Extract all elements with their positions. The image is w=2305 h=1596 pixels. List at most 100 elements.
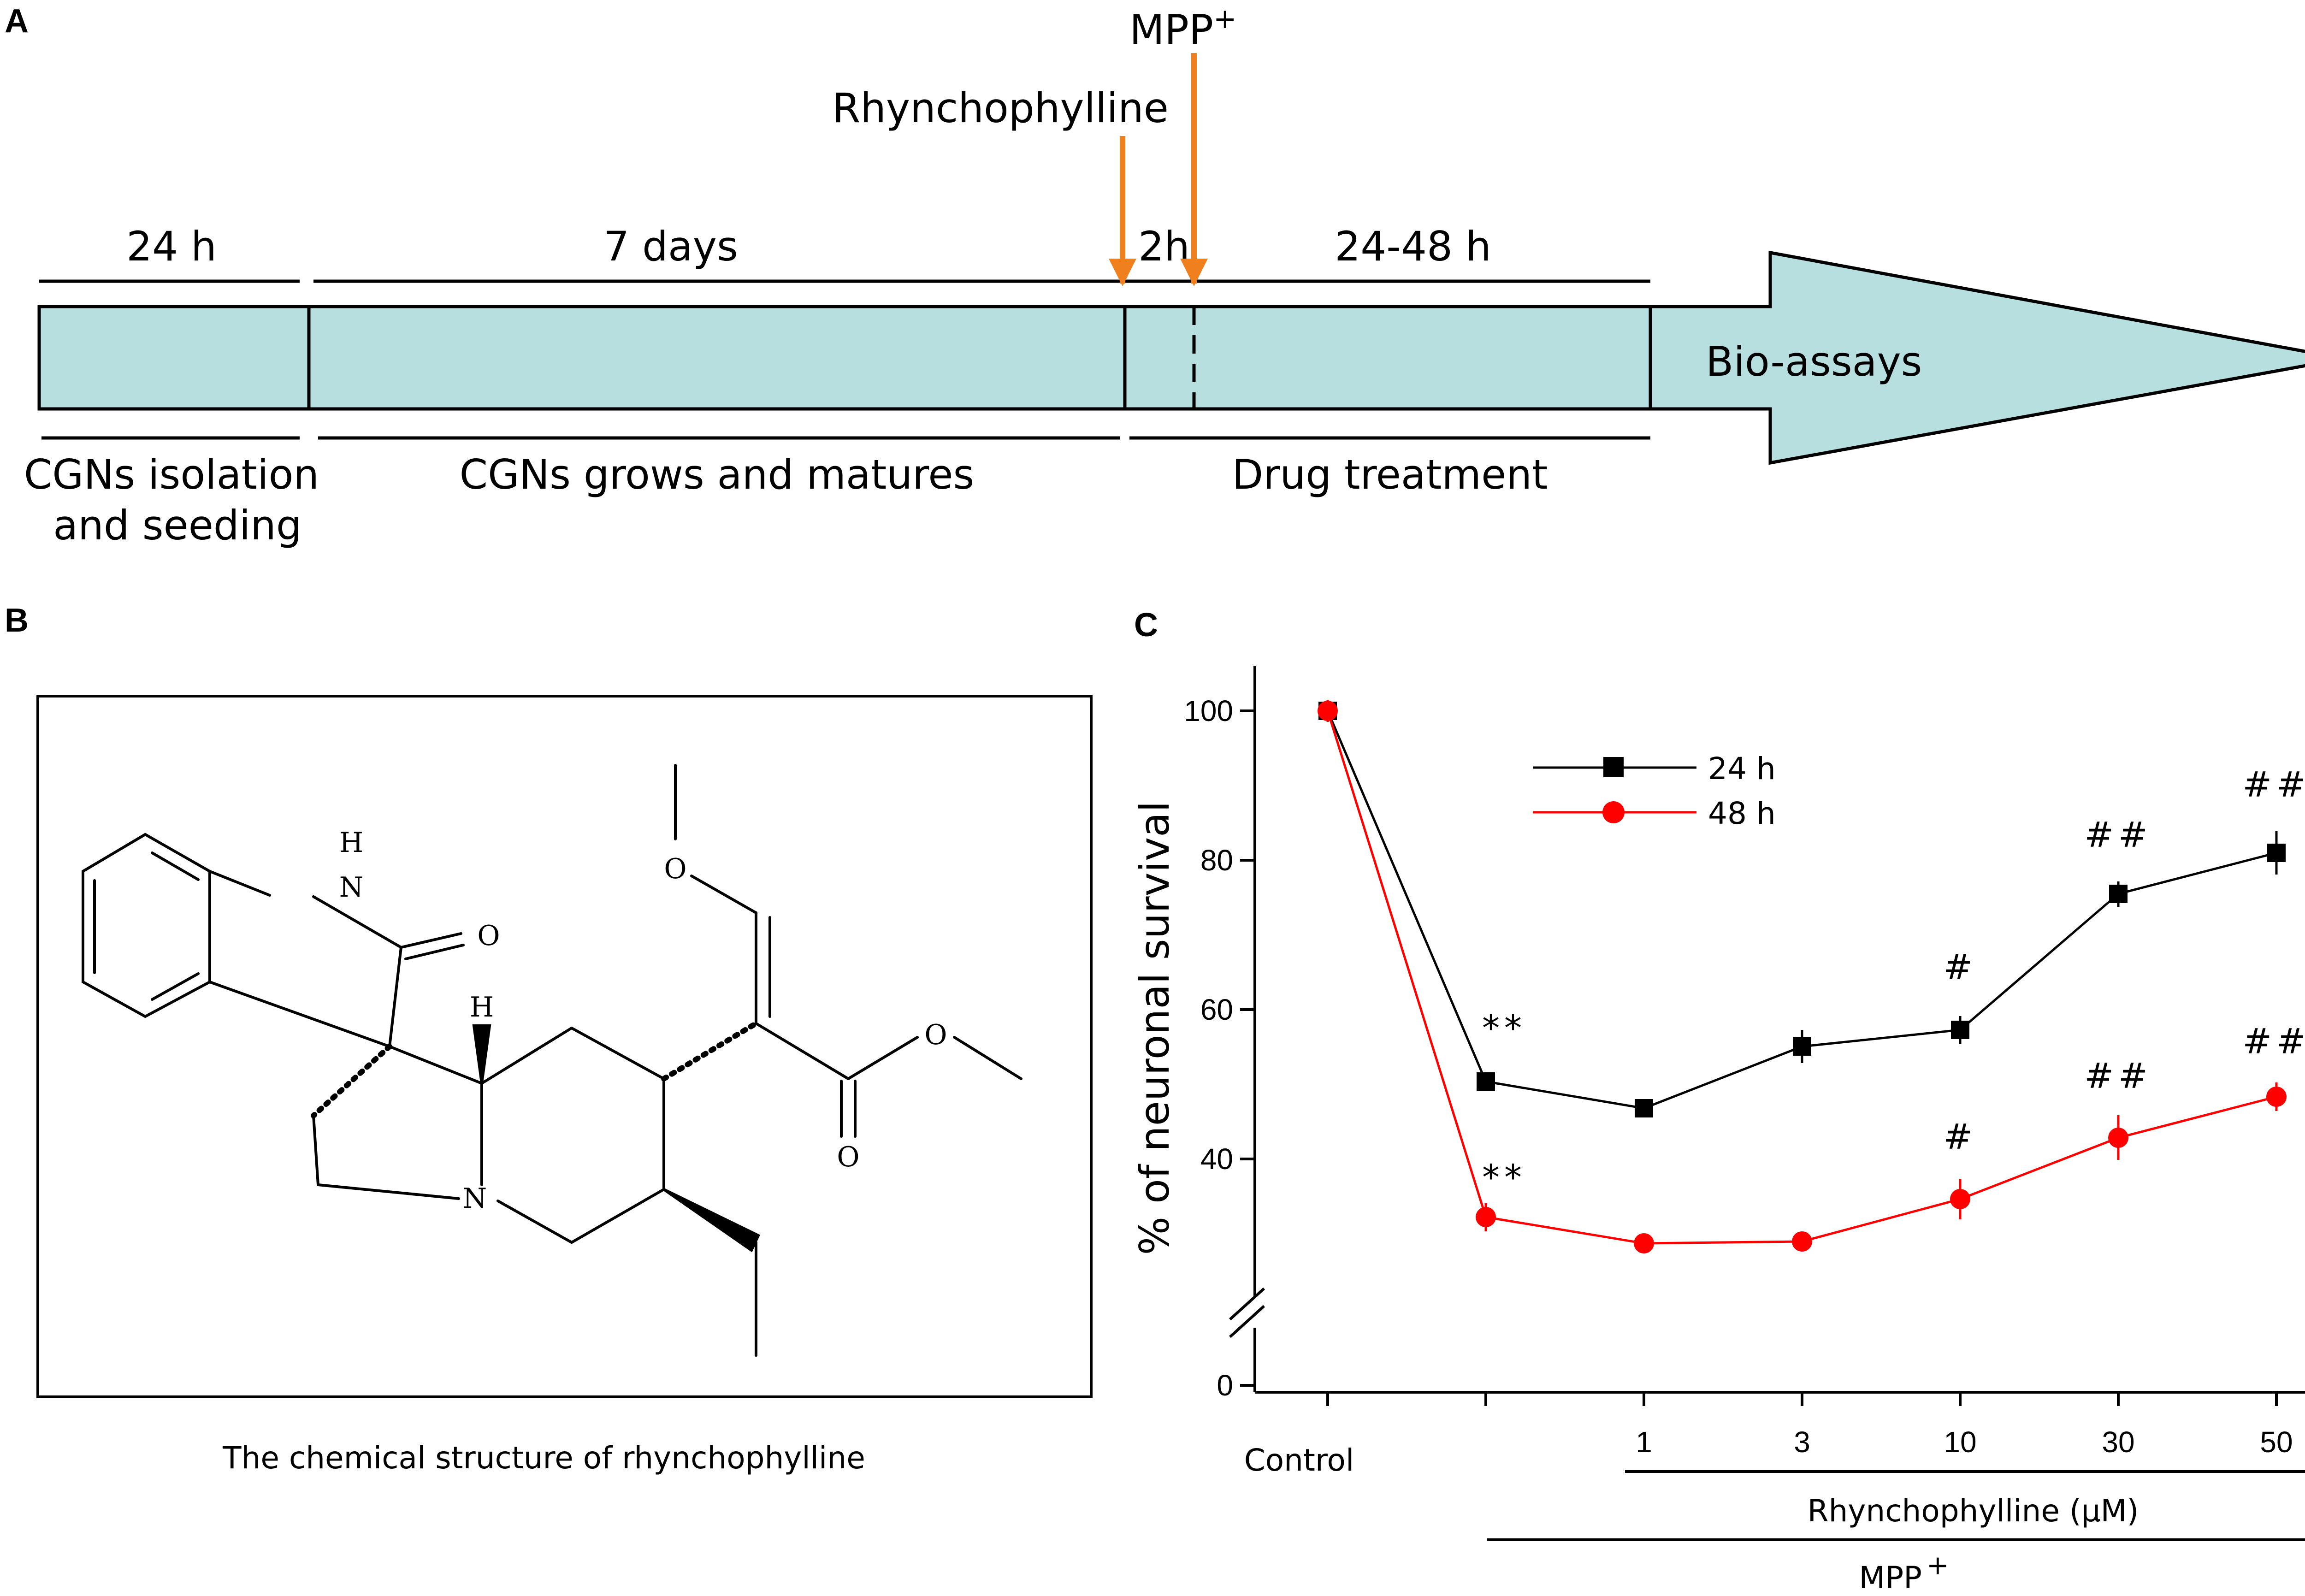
pip-bond-4 <box>570 1188 665 1244</box>
y-tick-label-40: 40 <box>1200 1142 1233 1176</box>
atom-o-carbonyl: O <box>477 920 500 952</box>
timeline-bar <box>37 305 1655 411</box>
point-48h-6 <box>2266 1087 2287 1107</box>
atom-h-stereo: H <box>470 991 494 1023</box>
mpp-arrow-label: MPP+ <box>1129 3 1236 53</box>
atom-h-indole: H <box>339 827 363 859</box>
side-chain-hashed <box>661 1021 759 1082</box>
series-48h: ** # ## ## <box>1318 700 2305 1253</box>
pre-duration-label: 2h <box>1138 223 1190 270</box>
annotation-24h-6: ## <box>2242 764 2305 805</box>
annotation-24h-4: # <box>1943 946 1977 987</box>
structure-caption: The chemical structure of rhynchophyllin… <box>222 1440 865 1476</box>
y-axis-ticks: 100 80 60 40 0 <box>1184 694 1255 1402</box>
y-tick-label-60: 60 <box>1200 993 1233 1026</box>
annotation-24h-5: ## <box>2084 814 2152 855</box>
axis-break-mark-2 <box>1229 1305 1265 1338</box>
isolation-phase-label-1: CGNs isolation <box>24 451 319 498</box>
chart-legend: 24 h 48 h <box>1533 751 1776 831</box>
benzene-inner-2 <box>151 972 200 1001</box>
treatment-duration-label: 24-48 h <box>1335 223 1491 270</box>
toxin-group-label: MPP+ <box>1859 1549 1949 1596</box>
series-48h-line <box>1326 710 2277 1245</box>
atom-n-indole: N <box>339 871 364 904</box>
y-tick-label-100: 100 <box>1184 694 1233 727</box>
point-24h-3 <box>1793 1037 1811 1056</box>
benzene-inner-1 <box>151 851 200 881</box>
bond-n-c2 <box>312 895 402 949</box>
point-48h-4 <box>1950 1189 1970 1209</box>
point-48h-2 <box>1634 1233 1654 1253</box>
x-tick-label-3: 3 <box>1794 1425 1810 1459</box>
x-axis-ticks: Control 1 3 10 30 50 <box>1244 1392 2293 1478</box>
bond-c7a-n <box>208 870 271 897</box>
pip-bond-2 <box>570 1027 665 1080</box>
point-24h-2 <box>1635 1099 1653 1117</box>
rhynchophylline-arrow-label: Rhynchophylline <box>832 84 1169 132</box>
atom-n-amine: N <box>463 1182 487 1215</box>
bond-c2-c3 <box>388 946 402 1048</box>
rhynchophylline-structure-drawing <box>82 764 1022 1357</box>
x-tick-label-10: 10 <box>1944 1425 1976 1459</box>
point-48h-1 <box>1476 1207 1496 1227</box>
growth-phase-label: CGNs grows and matures <box>460 451 975 498</box>
ester-o-bond <box>847 1036 919 1080</box>
bond-ch2-n <box>317 1183 460 1200</box>
carbonyl-bond-1 <box>400 932 462 949</box>
bioassay-arrow <box>1649 250 2305 465</box>
point-24h-5 <box>2109 885 2128 903</box>
y-tick-label-80: 80 <box>1200 844 1233 877</box>
ester-bond <box>755 1022 850 1080</box>
isolation-duration-label: 24 h <box>126 223 217 270</box>
growth-duration-label: 7 days <box>603 223 738 270</box>
x-tick-label-30: 30 <box>2102 1425 2134 1459</box>
annotation-48h-4: # <box>1943 1116 1977 1157</box>
x-tick-label-1: 1 <box>1636 1425 1652 1459</box>
panel-b-structure: B <box>5 602 1093 1476</box>
benzene-ring <box>82 833 211 1018</box>
structure-frame <box>36 695 1093 1398</box>
axis-break-mark-1 <box>1229 1287 1265 1321</box>
bioassay-label: Bio-assays <box>1706 338 1922 385</box>
drug-group-label: Rhynchophylline (μM) <box>1808 1493 2139 1529</box>
ester-methyl-bond <box>953 1036 1022 1080</box>
panel-a-timeline: A 24 h 7 days 2h 24-48 h Bio-assays CGNs… <box>5 3 2305 549</box>
isolation-phase-label-2: and seeding <box>53 502 302 549</box>
bond-c-ch2 <box>312 1114 319 1186</box>
panel-c-letter: C <box>1134 607 1158 644</box>
bond-c3-c3a <box>208 981 391 1048</box>
bond-spiro-ch <box>388 1045 483 1085</box>
point-48h-3 <box>1792 1231 1812 1252</box>
panel-b-letter: B <box>5 602 29 639</box>
annotation-24h-1: ** <box>1482 1007 1526 1048</box>
legend-48h-label: 48 h <box>1708 796 1776 831</box>
legend-24h-label: 24 h <box>1708 751 1776 786</box>
legend-48h-marker <box>1602 801 1625 823</box>
pip-bond-5 <box>496 1200 573 1244</box>
solid-wedge-h <box>472 1024 491 1084</box>
panel-a-letter: A <box>5 3 29 40</box>
y-axis-label: % of neuronal survival <box>1131 801 1178 1255</box>
vinyl-o-bond <box>690 875 757 914</box>
annotation-48h-5: ## <box>2084 1055 2152 1096</box>
treatment-phase-label: Drug treatment <box>1232 451 1548 498</box>
point-48h-0 <box>1318 701 1338 721</box>
point-24h-6 <box>2267 844 2286 862</box>
atom-o-ester: O <box>924 1019 947 1051</box>
point-48h-5 <box>2108 1128 2128 1148</box>
point-24h-4 <box>1951 1021 1969 1039</box>
hashed-wedge <box>311 1044 392 1118</box>
atom-o-ester-carbonyl: O <box>837 1141 859 1173</box>
series-24h: ** # ## ## <box>1318 700 2305 1117</box>
x-tick-label-control: Control <box>1244 1442 1354 1478</box>
carbonyl-bond-2 <box>404 944 465 960</box>
annotation-48h-6: ## <box>2242 1021 2305 1062</box>
panel-c-chart: C % of neuronal survival 100 80 60 40 0 … <box>1131 607 2305 1596</box>
atom-o-methoxy: O <box>664 853 686 885</box>
ethyl-wedge <box>663 1188 760 1253</box>
legend-24h-marker <box>1603 757 1624 777</box>
y-tick-label-0: 0 <box>1217 1369 1233 1402</box>
x-tick-label-50: 50 <box>2260 1425 2293 1459</box>
annotation-48h-1: ** <box>1482 1157 1526 1198</box>
